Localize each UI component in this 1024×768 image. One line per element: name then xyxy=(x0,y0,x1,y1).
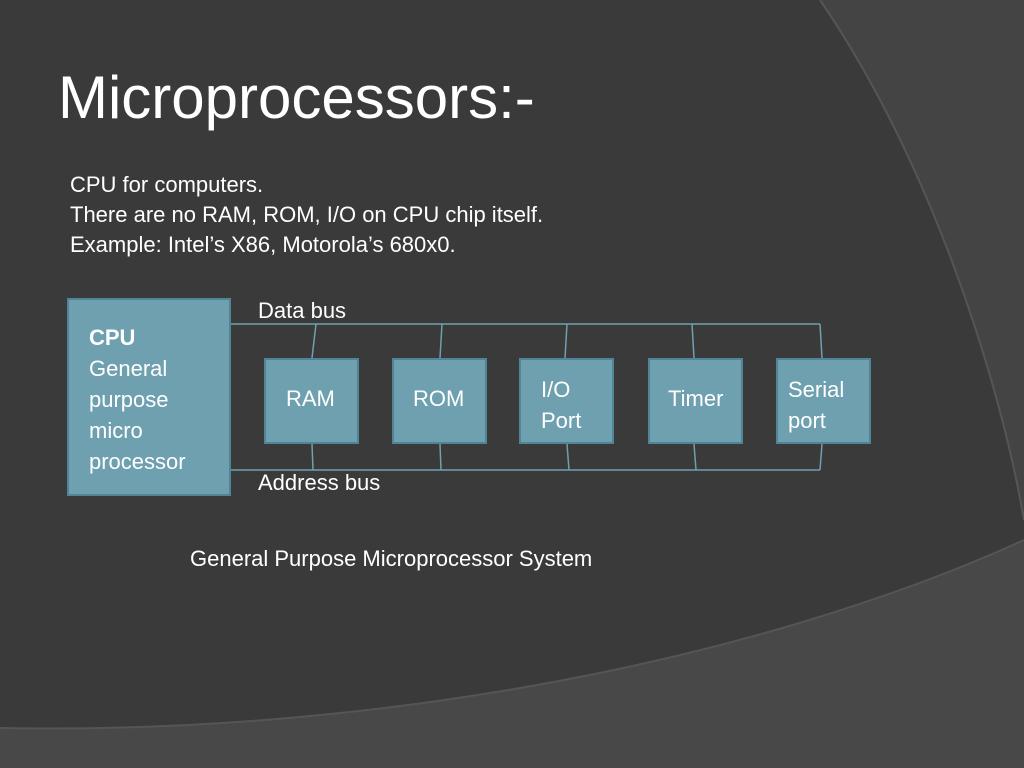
bullet-item: Example: Intel’s X86, Motorola’s 680x0. xyxy=(70,232,456,257)
cpu-desc-line: General xyxy=(89,356,168,381)
serial-port-label-line1: Serial xyxy=(788,377,845,402)
cpu-desc-line: micro xyxy=(89,418,143,443)
cpu-desc-line: purpose xyxy=(89,387,169,412)
io-port-box: I/O Port xyxy=(519,358,614,444)
address-bus-label: Address bus xyxy=(258,470,381,495)
timer-label: Timer xyxy=(668,386,724,411)
bullet-list: CPU for computers. There are no RAM, ROM… xyxy=(70,170,543,260)
slide-title: Microprocessors:- xyxy=(58,64,535,131)
cpu-title: CPU xyxy=(89,325,136,350)
io-port-label-line2: Port xyxy=(541,408,582,433)
io-port-label-line1: I/O xyxy=(541,377,571,402)
rom-box: ROM xyxy=(392,358,487,444)
data-bus-label: Data bus xyxy=(258,298,347,323)
ram-label: RAM xyxy=(286,386,335,411)
rom-label: ROM xyxy=(413,386,465,411)
serial-port-label-line2: port xyxy=(788,408,826,433)
cpu-box: CPU General purpose micro processor xyxy=(67,298,231,496)
cpu-desc-line: processor xyxy=(89,449,186,474)
bullet-item: CPU for computers. xyxy=(70,172,264,197)
diagram-caption: General Purpose Microprocessor System xyxy=(190,546,593,571)
bullet-item: There are no RAM, ROM, I/O on CPU chip i… xyxy=(70,202,544,227)
serial-port-box: Serial port xyxy=(776,358,871,444)
timer-box: Timer xyxy=(648,358,743,444)
ram-box: RAM xyxy=(264,358,359,444)
